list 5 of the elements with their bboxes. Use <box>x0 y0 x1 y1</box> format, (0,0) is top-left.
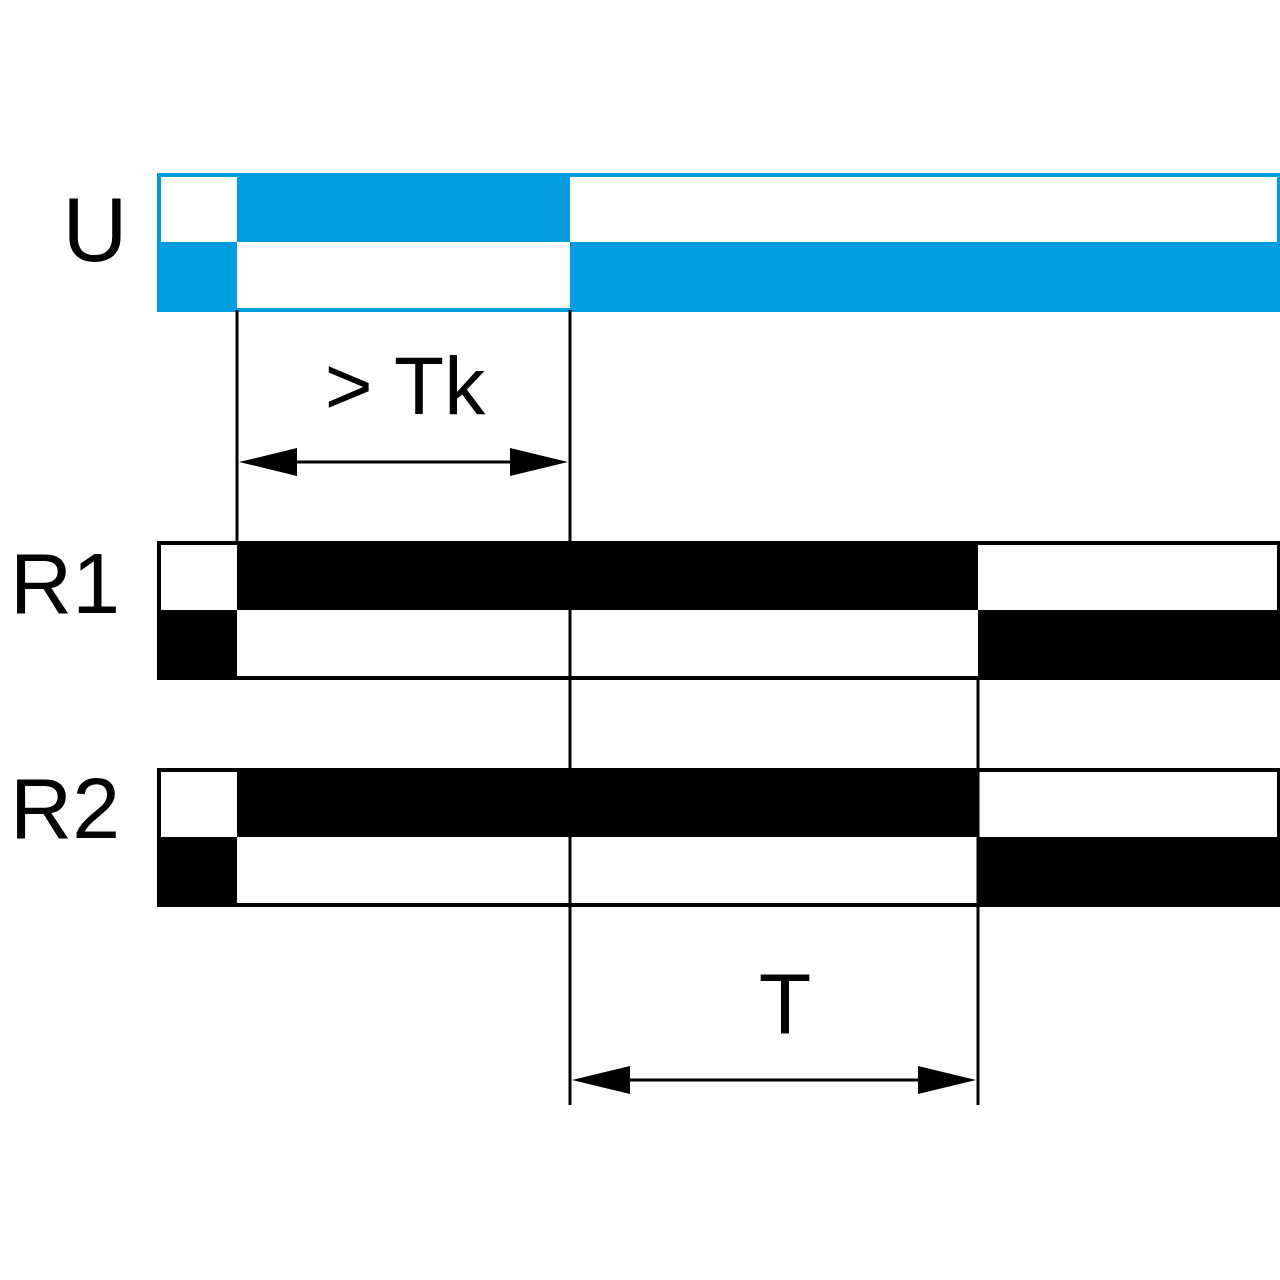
signal-label: R2 <box>9 765 121 851</box>
duration-label: T <box>757 960 813 1046</box>
signal-label: R1 <box>9 540 121 626</box>
signal-label: U <box>61 185 129 275</box>
duration-label: > Tk <box>323 345 487 427</box>
